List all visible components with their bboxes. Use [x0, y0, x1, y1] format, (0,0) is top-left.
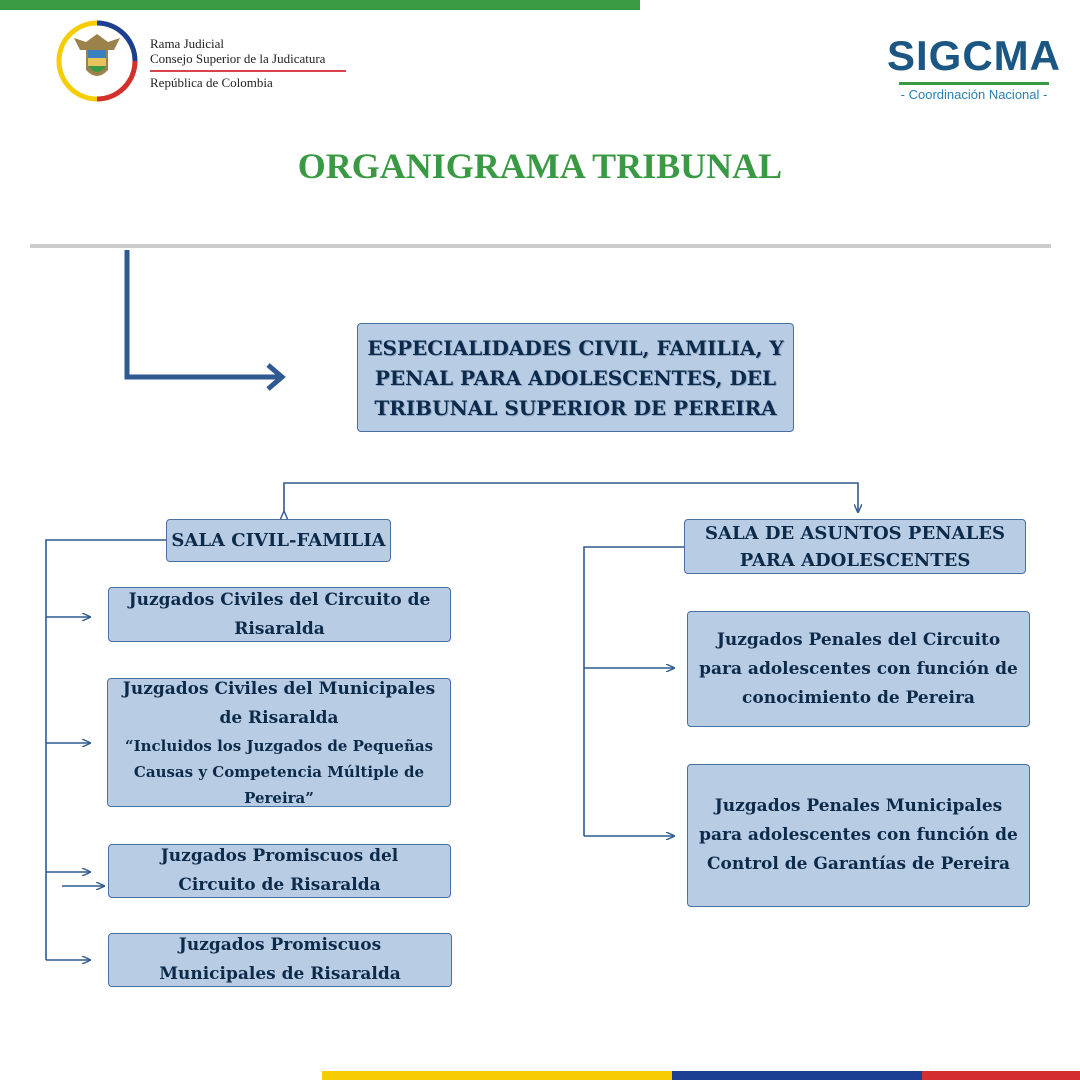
brand-subtitle: - Coordinación Nacional -	[900, 87, 1048, 102]
juzgado-civil-circuito-box: Juzgados Civiles del Circuito de Risaral…	[108, 587, 451, 642]
juzgado-line: para adolescentes con función de	[699, 825, 1018, 845]
brand-divider	[899, 82, 1049, 85]
juzgado-line: Juzgados Promiscuos del	[160, 846, 399, 866]
sigcma-logo: SIGCMA - Coordinación Nacional -	[884, 32, 1064, 103]
juzgado-note-line: Causas y Competencia Múltiple de	[133, 762, 425, 781]
juzgado-line: Juzgados Penales Municipales	[714, 796, 1003, 816]
flag-strip-red	[922, 1071, 1080, 1080]
tribunal-box: ESPECIALIDADES CIVIL, FAMILIA, Y PENAL P…	[357, 323, 794, 432]
civil-connector-spine	[45, 539, 166, 960]
tribunal-line1: ESPECIALIDADES CIVIL, FAMILIA, Y	[367, 335, 784, 360]
flag-strip-yellow	[322, 1071, 672, 1080]
org-name-line1: Rama Judicial	[150, 36, 225, 51]
juzgado-line: Juzgados Penales del Circuito	[716, 629, 1001, 650]
split-connector	[284, 482, 858, 512]
juzgado-line: Juzgados Promiscuos	[178, 935, 382, 955]
sala-penal-line2: PARA ADOLESCENTES	[739, 549, 971, 571]
juzgado-note-line: Pereira”	[244, 788, 314, 807]
main-connector-arrow	[124, 250, 278, 380]
juzgado-line: conocimiento de Pereira	[742, 687, 975, 708]
org-name-line2: Consejo Superior de la Judicatura	[150, 51, 326, 66]
juzgado-line: Circuito de Risaralda	[178, 875, 381, 895]
juzgado-line: Control de Garantías de Pereira	[706, 854, 1011, 874]
brand-name: SIGCMA	[887, 32, 1061, 79]
juzgado-line: para adolescentes con función de	[699, 658, 1018, 679]
colombia-coat-of-arms-icon	[56, 20, 138, 102]
institution-header: Rama Judicial Consejo Superior de la Jud…	[150, 36, 346, 90]
sala-civil-label: SALA CIVIL-FAMILIA	[171, 530, 386, 551]
tribunal-line3: TRIBUNAL SUPERIOR DE PEREIRA	[374, 395, 777, 420]
juzgado-line: de Risaralda	[219, 707, 339, 728]
org-name-line3: República de Colombia	[150, 75, 273, 90]
juzgado-line: Municipales de Risaralda	[159, 964, 401, 984]
juzgado-promiscuo-circuito-box: Juzgados Promiscuos del Circuito de Risa…	[108, 844, 451, 898]
sala-penal-line1: SALA DE ASUNTOS PENALES	[705, 522, 1005, 544]
juzgado-promiscuo-municipal-box: Juzgados Promiscuos Municipales de Risar…	[108, 933, 452, 987]
sala-penal-adolescentes-box: SALA DE ASUNTOS PENALES PARA ADOLESCENTE…	[684, 519, 1026, 574]
header-divider	[150, 70, 346, 72]
top-green-bar	[0, 0, 640, 10]
sala-civil-familia-box: SALA CIVIL-FAMILIA	[166, 519, 391, 562]
juzgado-penal-circuito-box: Juzgados Penales del Circuito para adole…	[687, 611, 1030, 727]
tribunal-line2: PENAL PARA ADOLESCENTES, DEL	[374, 365, 777, 390]
juzgado-civil-municipal-box: Juzgados Civiles del Municipales de Risa…	[107, 678, 451, 807]
juzgado-line: Juzgados Civiles del Circuito de	[128, 589, 431, 610]
page-title: ORGANIGRAMA TRIBUNAL	[297, 146, 783, 186]
title-divider	[30, 244, 1051, 248]
juzgado-line: Risaralda	[234, 618, 325, 639]
flag-strip-blue	[672, 1071, 922, 1080]
juzgado-note-line: “Incluidos los Juzgados de Pequeñas	[124, 736, 434, 755]
juzgado-penal-municipal-box: Juzgados Penales Municipales para adoles…	[687, 764, 1030, 907]
juzgado-line: Juzgados Civiles del Municipales	[122, 678, 436, 699]
penal-connector-spine	[583, 546, 684, 836]
main-arrowhead	[266, 363, 286, 391]
